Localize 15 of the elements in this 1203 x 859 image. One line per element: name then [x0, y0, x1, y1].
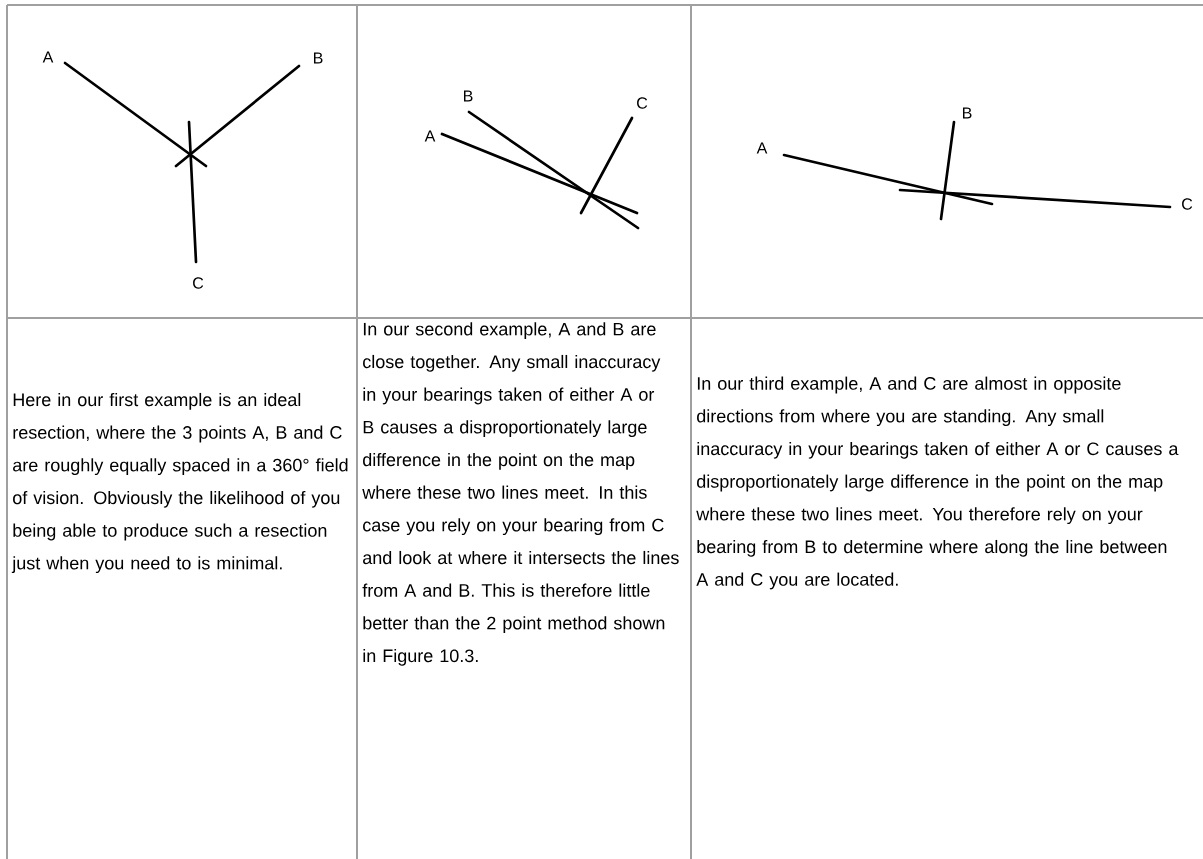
label: B [313, 52, 323, 64]
label: C [193, 277, 204, 289]
description-text: In our second example, A and B are close together. Any small inaccuracy in your bearings taken of either A or B causes a disproportionately large difference in the point on the map where these two lines meet. In this case you rely on your bearing from C and look at where it intersects the lines from A and B. This is therefore little better than the 2 point method shown in Figure 10.3. [362, 322, 679, 666]
label: C [1182, 198, 1193, 210]
label: C [637, 97, 648, 109]
resection-drawing: A B C [424, 90, 648, 230]
label: B [962, 107, 972, 119]
resection-drawing: A B C [756, 107, 1193, 221]
label: A [756, 142, 768, 154]
resection-drawing: A B C [42, 51, 323, 289]
label: A [42, 51, 54, 63]
description-text: In our third example, A and C are almost in opposite directions from where you are standing. Any small inaccuracy in your bearings taken of either A or C causes a disproportionately large difference in the point on the map where these two lines meet. You therefore rely on your bearing from B to determine where along the line between A and C you are located. [696, 376, 1179, 590]
label: B [463, 90, 473, 102]
description-text: Here in our first example is an ideal resection, where the 3 points A, B and C are roughly equally spaced in a 360° field of vision. Obviously the likelihood of you being able to produce such a resection just when you need to is minimal. [11, 392, 348, 574]
label: A [424, 130, 436, 142]
